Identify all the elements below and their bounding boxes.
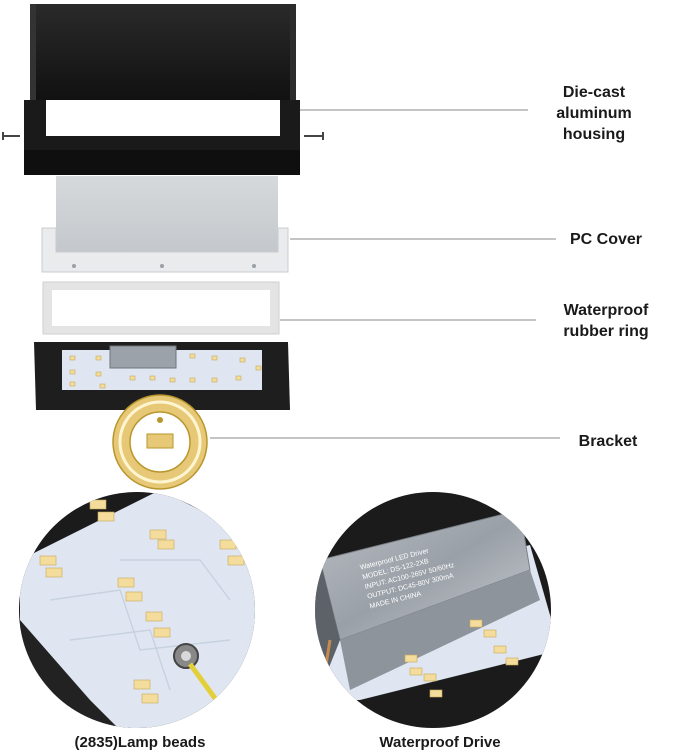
board-led-bead [95, 355, 102, 361]
pc-cover [41, 176, 289, 273]
callout-bracket-label: Bracket [578, 433, 638, 450]
lamp-bead [45, 567, 63, 578]
driver-board-led-bead [409, 667, 423, 676]
lamp-bead [149, 529, 167, 540]
driver-board-led-bead [469, 619, 483, 628]
board-led-bead [99, 383, 106, 389]
lamp-bead [133, 679, 151, 690]
left-screw [2, 132, 20, 140]
callout-pc-cover-label: PC Cover [569, 231, 643, 248]
lamp-bead [157, 539, 175, 550]
right-screw [304, 132, 324, 140]
lamp-bead [145, 611, 163, 622]
driver-board-led-bead [423, 673, 437, 682]
board-led-bead [95, 371, 102, 377]
driver-board-led-bead [429, 689, 443, 698]
rubber-ring [42, 281, 280, 335]
lamp-bead [39, 555, 57, 566]
driver-board-led-bead [493, 645, 507, 654]
lamp-bead [153, 627, 171, 638]
board-led-bead [235, 375, 242, 381]
lamp-bead [227, 555, 245, 566]
leader-lines [210, 109, 560, 439]
aluminum-housing [24, 4, 300, 175]
lamp-beads-detail [19, 492, 255, 728]
waterproof-drive-caption: Waterproof Drive [379, 734, 501, 751]
callout-housing-label: Die-cast aluminum housing [556, 84, 632, 143]
lamp-bead [219, 539, 237, 550]
board-led-bead [239, 357, 246, 363]
lamp-beads-caption: (2835)Lamp beads [74, 734, 206, 751]
lamp-bead [125, 591, 143, 602]
board-led-bead [69, 355, 76, 361]
callout-rubber-ring-label: Waterproof rubber ring [563, 302, 649, 340]
driver-board-led-bead [404, 654, 418, 663]
board-led-bead [189, 377, 196, 383]
board-led-bead [189, 353, 196, 359]
lamp-bead [97, 511, 115, 522]
board-led-bead [129, 375, 136, 381]
lamp-bead [117, 577, 135, 588]
lamp-bead [141, 693, 159, 704]
board-led-bead [69, 381, 76, 387]
board-led-bead [255, 365, 262, 371]
driver-board-led-bead [483, 629, 497, 638]
board-led-bead [211, 377, 218, 383]
board-led-bead [211, 355, 218, 361]
lamp-bead [89, 499, 107, 510]
board-led-bead [169, 377, 176, 383]
bracket [112, 394, 208, 490]
led-board-assembly [34, 342, 290, 412]
board-led-bead [69, 369, 76, 375]
board-led-bead [149, 375, 156, 381]
driver-board-led-bead [505, 657, 519, 666]
